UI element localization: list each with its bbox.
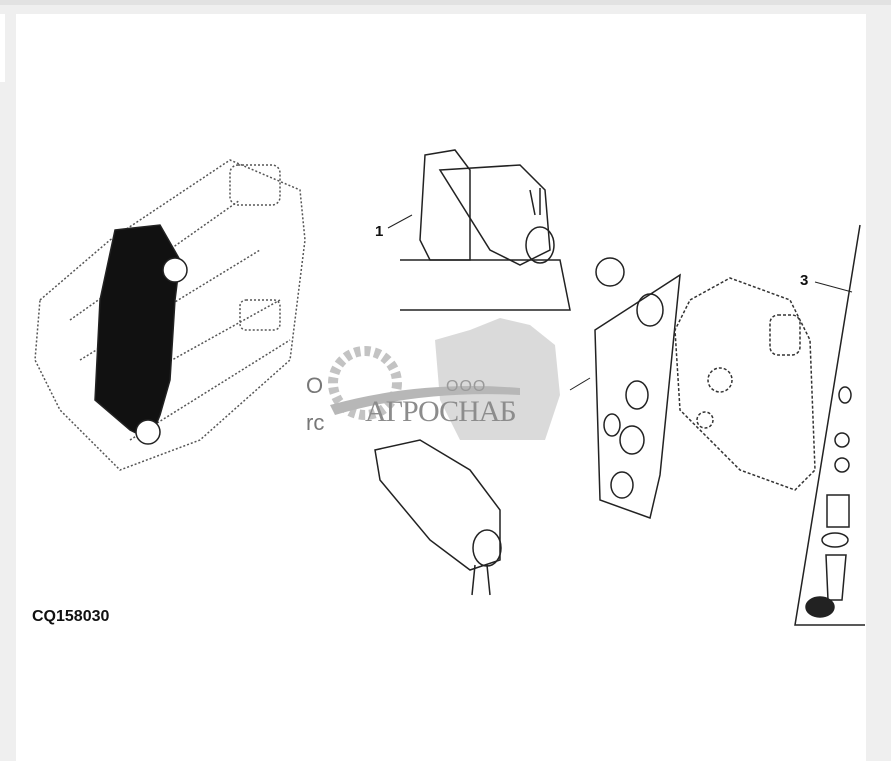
partial-text-rc: rc: [306, 410, 325, 435]
highlighted-valve-section: [94, 224, 181, 442]
spool-parts-drawing: [794, 224, 865, 626]
gasket-drawing: [594, 257, 681, 519]
callout-1: 1: [375, 223, 384, 240]
top-bar: [0, 0, 891, 5]
callout-3: 3: [800, 272, 809, 289]
solenoid-valve-drawing: [374, 149, 571, 596]
watermark-logo: [328, 318, 560, 440]
figure-id-label: CQ158030: [32, 608, 110, 625]
watermark-name: АГРОСНАБ: [365, 395, 517, 428]
partial-text-o: O: [306, 373, 324, 398]
callout-leader-1: [387, 214, 413, 229]
valve-housing-drawing: [674, 277, 816, 491]
left-strip: [0, 14, 5, 82]
callout-leader-3: [814, 281, 853, 293]
gasket-leader: [569, 377, 591, 391]
watermark-prefix: ООО: [446, 378, 487, 395]
